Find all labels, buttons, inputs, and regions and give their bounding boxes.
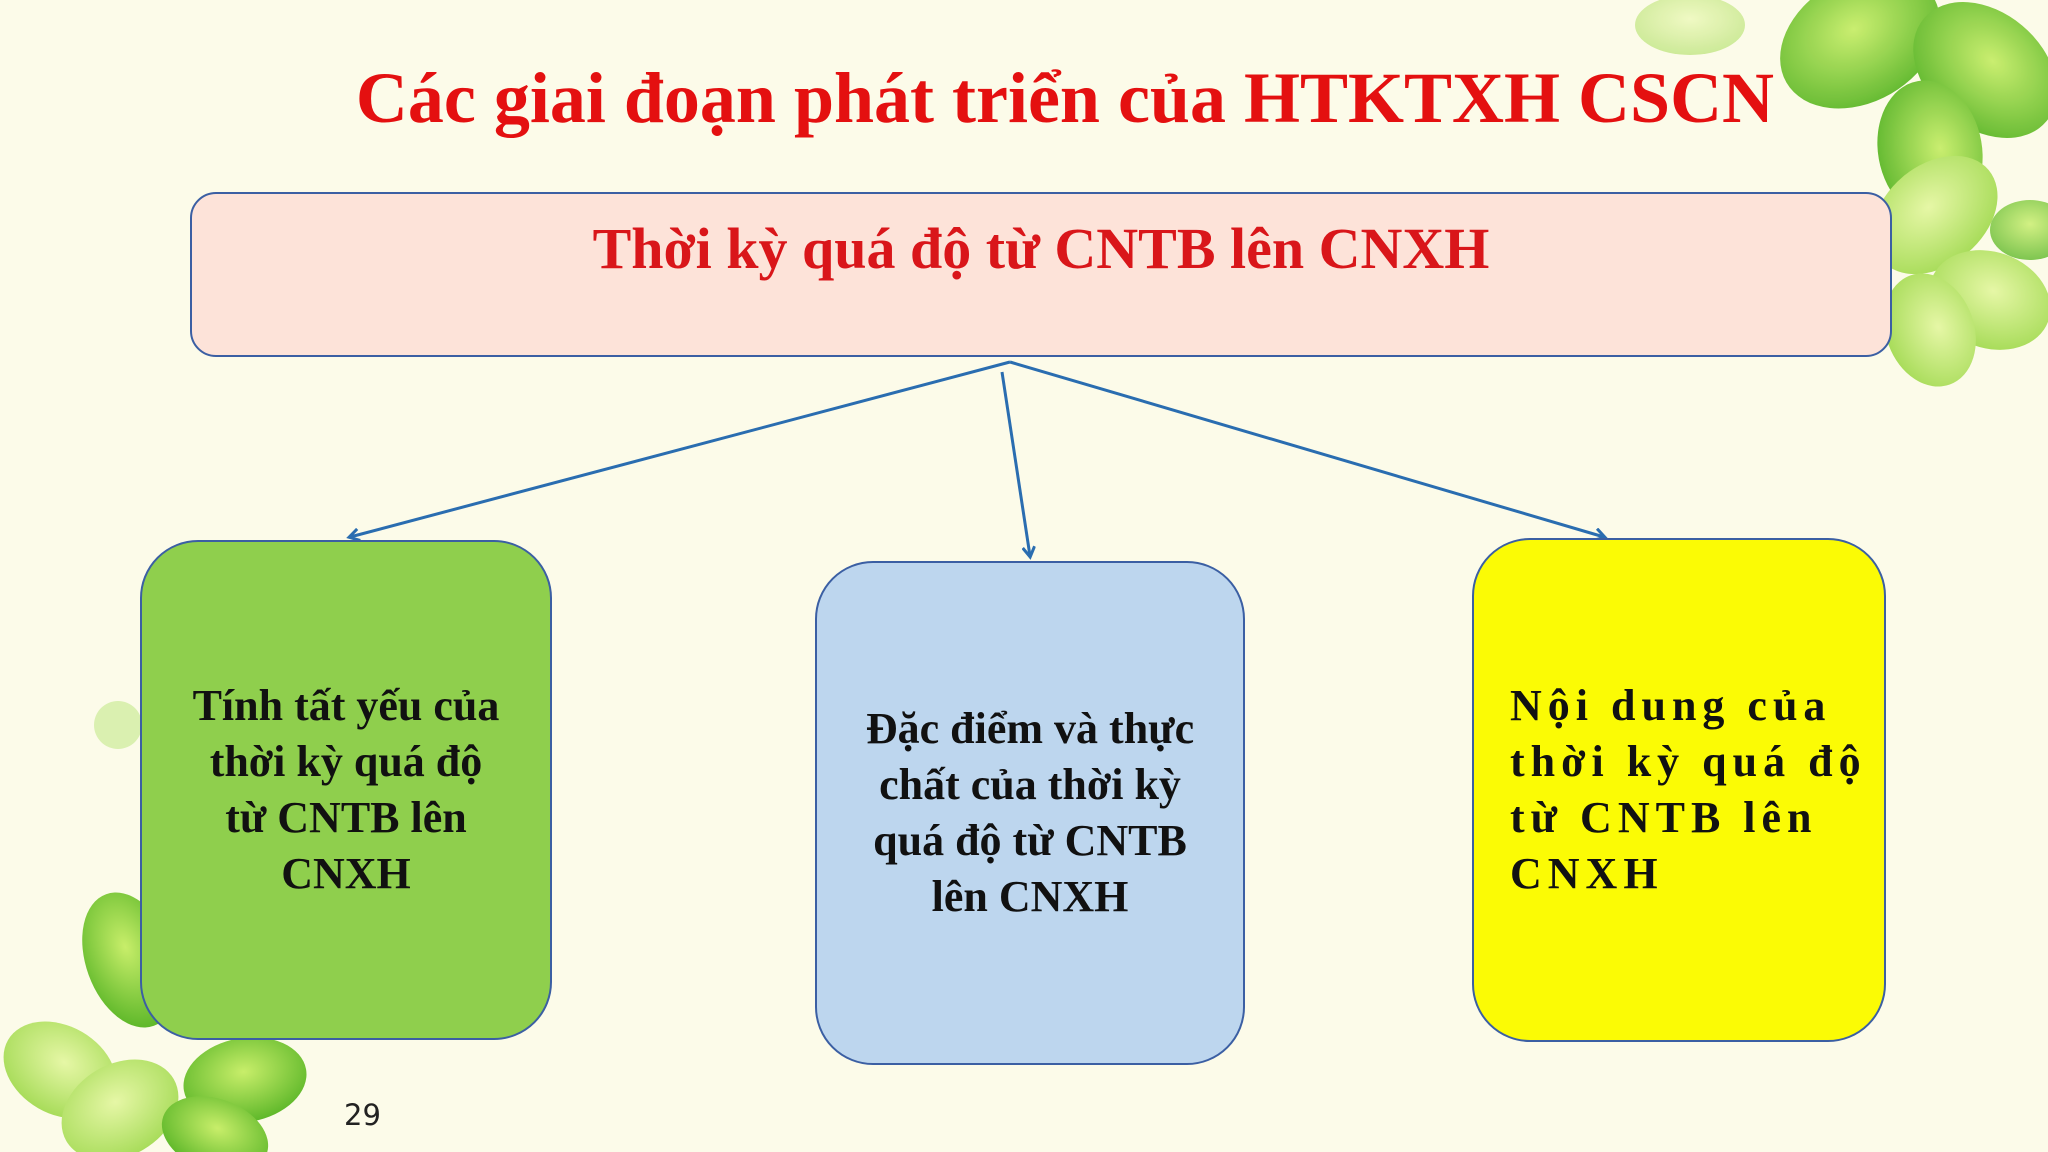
- clover-icon: [1872, 155, 2048, 387]
- card-characteristics-label: Đặc điểm và thực chất của thời kỳ quá độ…: [865, 704, 1195, 921]
- arrow-to-card-2: [1000, 371, 1030, 556]
- card-content-label: Nội dung của thời kỳ quá độ từ CNTB lên …: [1510, 681, 1867, 898]
- card-necessity-label: Tính tất yếu của thời kỳ quá độ từ CNTB …: [192, 681, 500, 898]
- slide-title: Các giai đoạn phát triển của HTKTXH CSCN: [355, 58, 1775, 138]
- card-characteristics: Đặc điểm và thực chất của thời kỳ quá độ…: [815, 561, 1245, 1065]
- card-necessity: Tính tất yếu của thời kỳ quá độ từ CNTB …: [140, 540, 552, 1040]
- page-number: 29: [344, 1098, 381, 1132]
- arrow-to-card-3: [1009, 360, 1604, 537]
- arrow-to-card-1: [350, 360, 1011, 537]
- top-concept-box: Thời kỳ quá độ từ CNTB lên CNXH: [190, 192, 1892, 357]
- card-content: Nội dung của thời kỳ quá độ từ CNTB lên …: [1472, 538, 1886, 1042]
- top-concept-label: Thời kỳ quá độ từ CNTB lên CNXH: [592, 216, 1490, 281]
